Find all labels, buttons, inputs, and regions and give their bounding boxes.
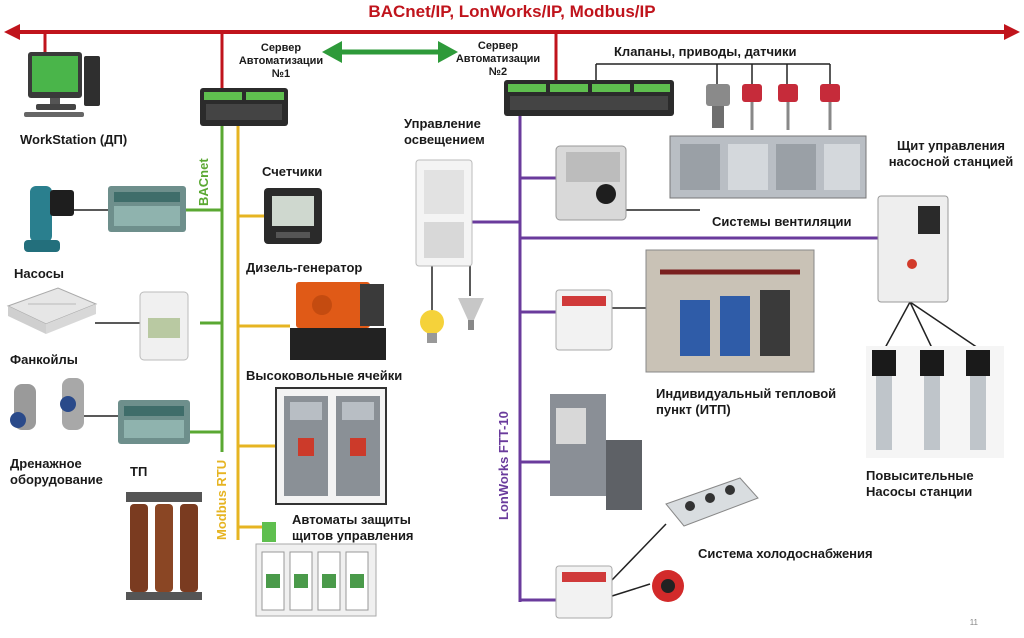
bacnet-trunk bbox=[185, 118, 224, 452]
frequency-converter-icon bbox=[555, 145, 627, 221]
drainage-label: Дренажное оборудование bbox=[10, 456, 103, 487]
pump-station-panel-icon bbox=[877, 195, 949, 303]
high-voltage-cells-icon bbox=[275, 387, 387, 505]
booster-label: Повысительные Насосы станции bbox=[866, 468, 974, 499]
ventilation-unit-icon bbox=[669, 135, 867, 199]
lon-controller-itp-icon bbox=[555, 289, 613, 351]
drainage-controller-icon bbox=[118, 400, 190, 444]
automation-server-2-icon bbox=[504, 80, 674, 116]
lighting-label: Управление освещением bbox=[404, 116, 485, 147]
server-1-label: Сервер Автоматизации №1 bbox=[238, 42, 324, 80]
server-2-label: Сервер Автоматизации №2 bbox=[455, 40, 541, 78]
lon-controller-cooling-icon bbox=[555, 565, 613, 619]
pump-controller-icon bbox=[108, 186, 186, 232]
workstation-icon bbox=[24, 52, 100, 117]
tp-label: ТП bbox=[130, 464, 148, 479]
lonworks-label: LonWorks FTT-10 bbox=[496, 411, 511, 520]
pump-icon bbox=[24, 186, 74, 252]
meters-label: Счетчики bbox=[262, 164, 323, 179]
hv-cells-label: Высоковольные ячейки bbox=[246, 368, 403, 383]
modbus-label: Modbus RTU bbox=[214, 459, 229, 540]
pumps-label: Насосы bbox=[14, 266, 64, 281]
bus-title: BACnet/IP, LonWorks/IP, Modbus/IP bbox=[368, 2, 656, 21]
diesel-generator-icon bbox=[290, 282, 386, 360]
automation-server-1-icon bbox=[200, 88, 288, 126]
drainage-pump-icon bbox=[10, 378, 84, 430]
lonworks-trunk bbox=[470, 112, 880, 602]
sensor-icons bbox=[742, 84, 840, 130]
ventilation-label: Системы вентиляции bbox=[712, 214, 852, 229]
bacnet-label: BACnet bbox=[196, 158, 211, 206]
cooling-label: Система холодоснабжения bbox=[698, 546, 873, 561]
lighting-panel-icon bbox=[415, 159, 473, 267]
thermostat-icon bbox=[139, 291, 189, 361]
circulation-pump-icon bbox=[652, 570, 684, 602]
page-number: 11 bbox=[969, 618, 978, 627]
light-bulb-icon bbox=[420, 310, 444, 343]
itp-label: Индивидуальный тепловой пункт (ИТП) bbox=[656, 386, 837, 417]
spot-lamp-icon bbox=[458, 298, 484, 330]
generator-label: Дизель-генератор bbox=[246, 260, 363, 275]
ip-bus bbox=[4, 24, 1020, 88]
breakers-label: Автоматы защиты щитов управления bbox=[292, 512, 414, 543]
workstation-label: WorkStation (ДП) bbox=[20, 132, 128, 147]
valve-actuator-icon bbox=[706, 84, 730, 128]
dry-cooler-icon bbox=[665, 477, 759, 527]
fancoils-label: Фанкойлы bbox=[10, 352, 78, 367]
energy-meter-icon bbox=[264, 188, 322, 244]
fancoil-icon bbox=[6, 287, 98, 334]
valves-label: Клапаны, приводы, датчики bbox=[614, 44, 797, 59]
transformer-icon bbox=[126, 492, 202, 600]
circuit-breakers-icon bbox=[255, 522, 377, 617]
modbus-trunk bbox=[236, 118, 290, 540]
pump-panel-label: Щит управления насосной станцией bbox=[888, 138, 1014, 169]
booster-pumps-icon bbox=[866, 346, 1004, 458]
server-link-arrow bbox=[322, 41, 458, 63]
chiller-icon bbox=[550, 394, 642, 510]
heat-point-photo-icon bbox=[645, 249, 815, 373]
